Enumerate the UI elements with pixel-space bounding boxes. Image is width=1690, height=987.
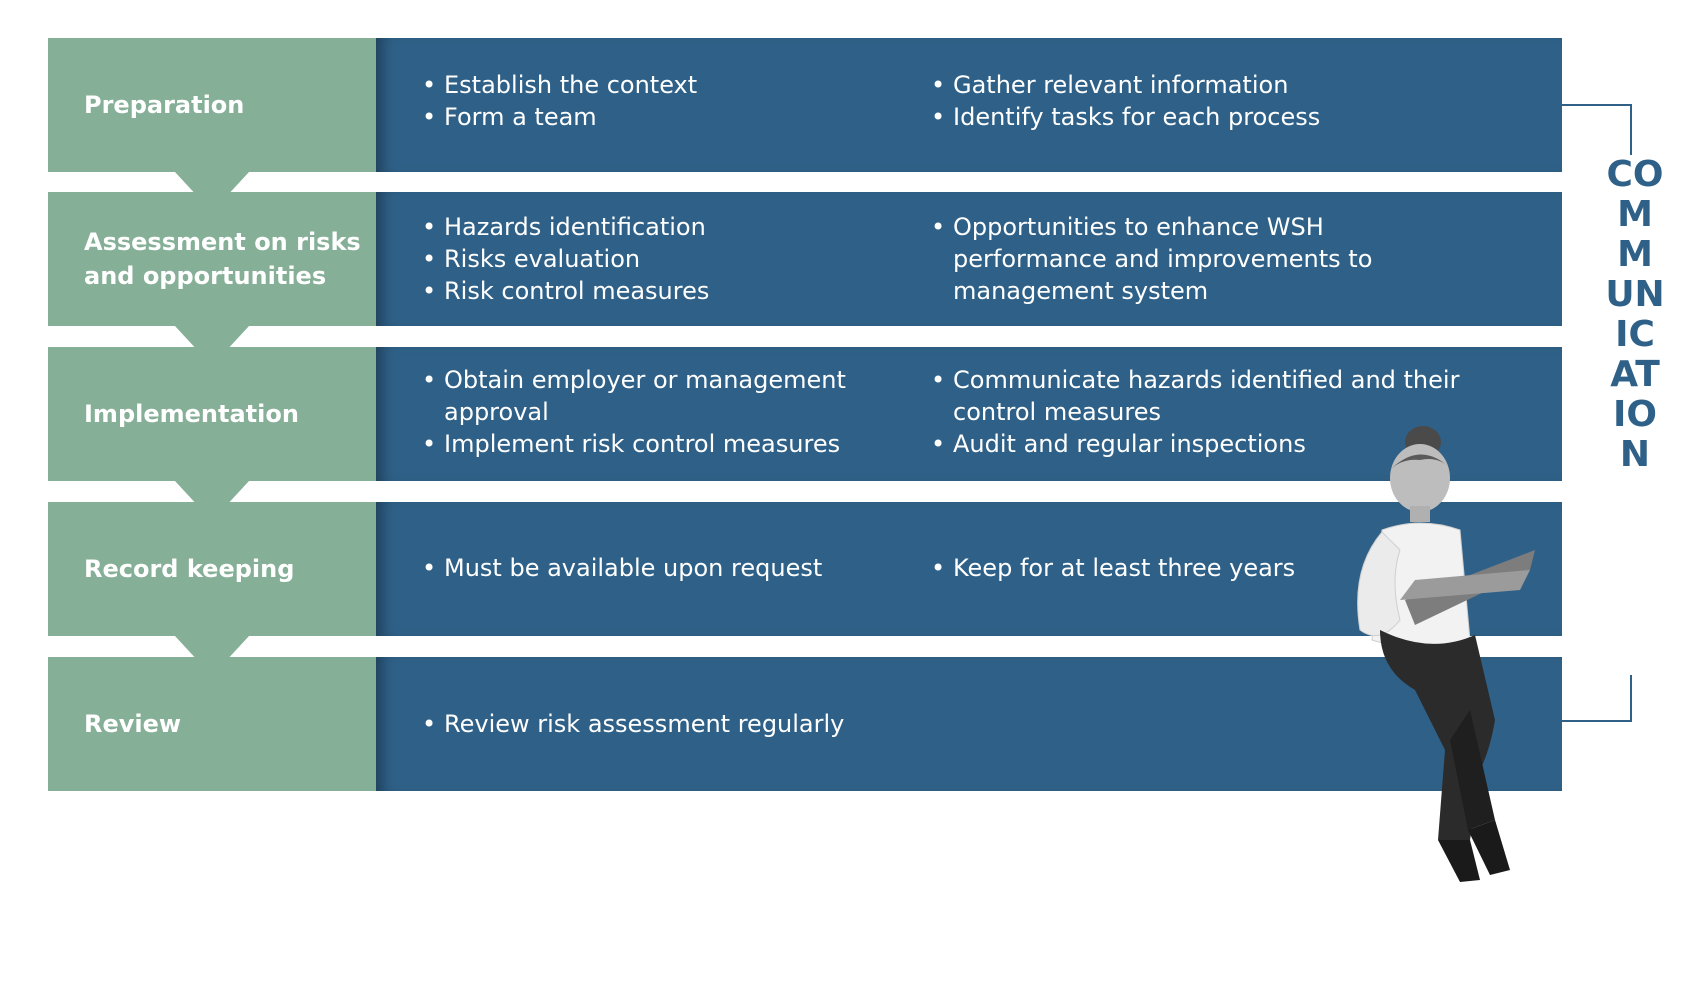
down-arrow-icon bbox=[175, 172, 249, 212]
detail-list-right: Opportunities to enhance WSH performance… bbox=[931, 211, 1401, 307]
list-item: Establish the context bbox=[422, 69, 902, 101]
list-item: Risk control measures bbox=[422, 275, 902, 307]
stage-box: Review bbox=[48, 657, 376, 791]
detail-list-left: Must be available upon request bbox=[422, 552, 902, 584]
stage-label: Record keeping bbox=[84, 555, 295, 583]
process-row-preparation: Preparation Establish the context Form a… bbox=[48, 38, 1562, 212]
list-item: Implement risk control measures bbox=[422, 428, 892, 460]
list-item: Audit and regular inspections bbox=[931, 428, 1471, 460]
detail-list-left: Hazards identification Risks evaluation … bbox=[422, 211, 902, 307]
list-item: Review risk assessment regularly bbox=[422, 708, 902, 740]
list-item: Must be available upon request bbox=[422, 552, 902, 584]
communication-label: COMMUNICATION bbox=[1605, 154, 1665, 475]
stage-label: Review bbox=[84, 710, 182, 738]
process-row-implementation: Implementation Obtain employer or manage… bbox=[48, 347, 1562, 521]
stage-box: Record keeping bbox=[48, 502, 376, 636]
detail-panel: Hazards identification Risks evaluation … bbox=[376, 192, 1562, 326]
list-item: Form a team bbox=[422, 101, 902, 133]
detail-list-left: Obtain employer or management approval I… bbox=[422, 364, 892, 460]
detail-panel: Review risk assessment regularly bbox=[376, 657, 1562, 791]
detail-list-right: Keep for at least three years bbox=[931, 552, 1521, 584]
detail-list-right: Communicate hazards identified and their… bbox=[931, 364, 1471, 460]
list-item: Gather relevant information bbox=[931, 69, 1521, 101]
list-item: Obtain employer or management approval bbox=[422, 364, 892, 428]
list-item: Opportunities to enhance WSH performance… bbox=[931, 211, 1401, 307]
list-item: Hazards identification bbox=[422, 211, 902, 243]
detail-list-left: Establish the context Form a team bbox=[422, 69, 902, 133]
stage-label: Assessment on risks and opportunities bbox=[84, 228, 361, 290]
stage-box: Assessment on risks and opportunities bbox=[48, 192, 376, 326]
process-row-assessment: Assessment on risks and opportunities Ha… bbox=[48, 192, 1562, 366]
detail-panel: Obtain employer or management approval I… bbox=[376, 347, 1562, 481]
down-arrow-icon bbox=[175, 481, 249, 521]
list-item: Risks evaluation bbox=[422, 243, 902, 275]
process-row-review: Review Review risk assessment regularly bbox=[48, 657, 1562, 791]
woman-illustration bbox=[1357, 426, 1535, 882]
stage-label: Implementation bbox=[84, 400, 299, 428]
list-item: Identify tasks for each process bbox=[931, 101, 1521, 133]
list-item: Communicate hazards identified and their… bbox=[931, 364, 1471, 428]
woman-with-laptop-photo bbox=[1357, 426, 1535, 882]
stage-label: Preparation bbox=[84, 91, 245, 119]
stage-box: Implementation bbox=[48, 347, 376, 481]
detail-list-left: Review risk assessment regularly bbox=[422, 708, 902, 740]
down-arrow-icon bbox=[175, 636, 249, 676]
stage-box: Preparation bbox=[48, 38, 376, 172]
detail-panel: Establish the context Form a team Gather… bbox=[376, 38, 1562, 172]
communication-label-box: COMMUNICATION bbox=[1604, 155, 1666, 675]
detail-list-right: Gather relevant information Identify tas… bbox=[931, 69, 1521, 133]
list-item: Keep for at least three years bbox=[931, 552, 1521, 584]
down-arrow-icon bbox=[175, 326, 249, 366]
